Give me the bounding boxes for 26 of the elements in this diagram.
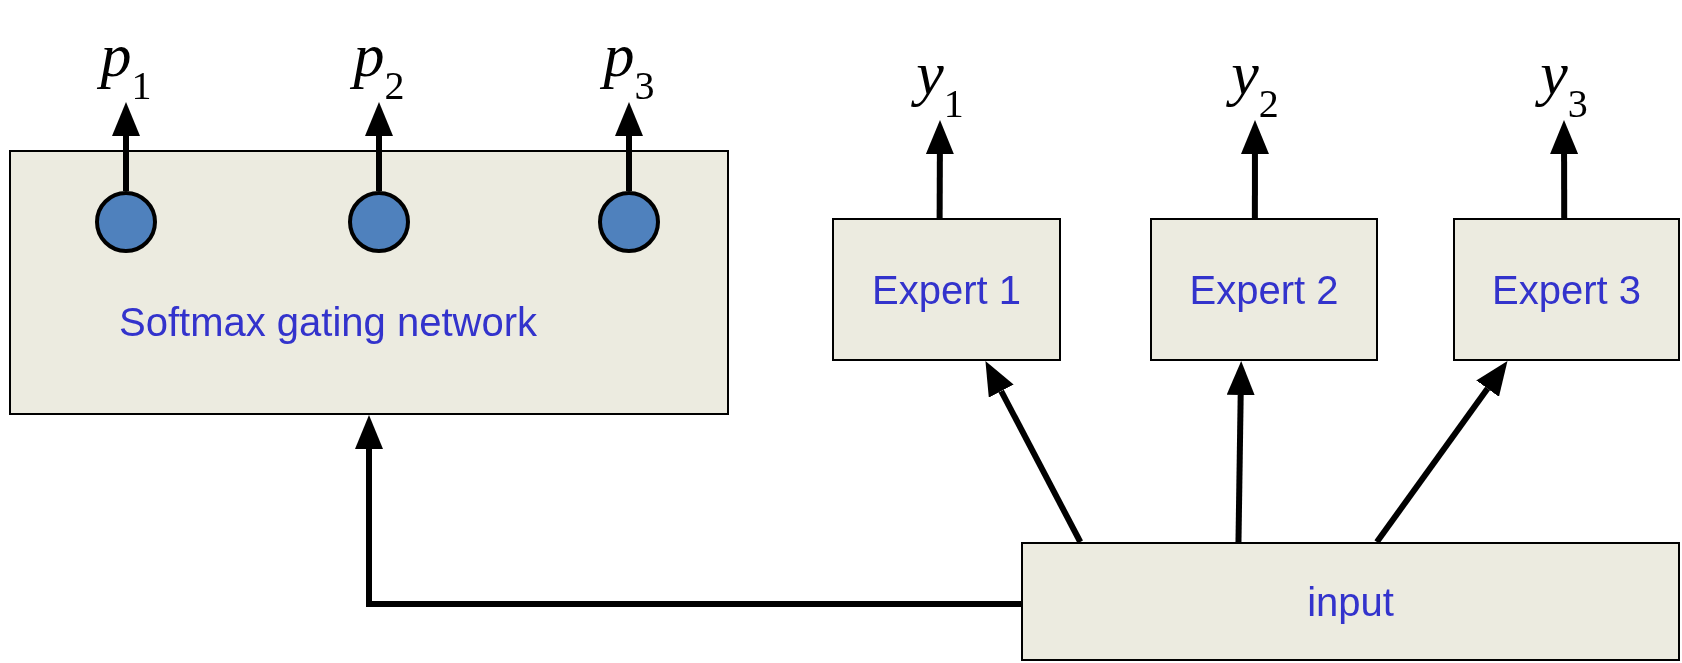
arrow bbox=[1240, 120, 1269, 218]
arrow bbox=[112, 102, 140, 191]
arrow bbox=[1226, 361, 1255, 543]
expert-box bbox=[832, 218, 1061, 361]
expert-box bbox=[1150, 218, 1378, 361]
box-label: Expert 2 bbox=[1189, 267, 1339, 312]
box-label: input bbox=[1307, 579, 1394, 624]
arrow bbox=[985, 361, 1083, 544]
box-label: Softmax gating network bbox=[119, 300, 537, 344]
output-variable: p$_{1}$ bbox=[91, 10, 161, 102]
output-variable: y$_{3}$ bbox=[1529, 20, 1599, 120]
arrow bbox=[1374, 361, 1508, 544]
expert-box bbox=[1453, 218, 1680, 361]
output-variable: p$_{2}$ bbox=[344, 10, 414, 102]
arrow bbox=[365, 102, 393, 191]
box-label: Expert 3 bbox=[1492, 267, 1641, 312]
output-variable: p$_{3}$ bbox=[594, 10, 664, 102]
input-box bbox=[1021, 542, 1680, 661]
output-variable: y$_{2}$ bbox=[1220, 20, 1290, 120]
gating-network-box bbox=[9, 150, 729, 415]
output-variable: y$_{1}$ bbox=[905, 20, 975, 120]
arrow bbox=[1550, 120, 1579, 218]
arrow bbox=[615, 102, 643, 191]
box-label: Expert 1 bbox=[872, 267, 1021, 312]
arrow bbox=[925, 120, 954, 218]
arrow bbox=[355, 415, 1021, 607]
